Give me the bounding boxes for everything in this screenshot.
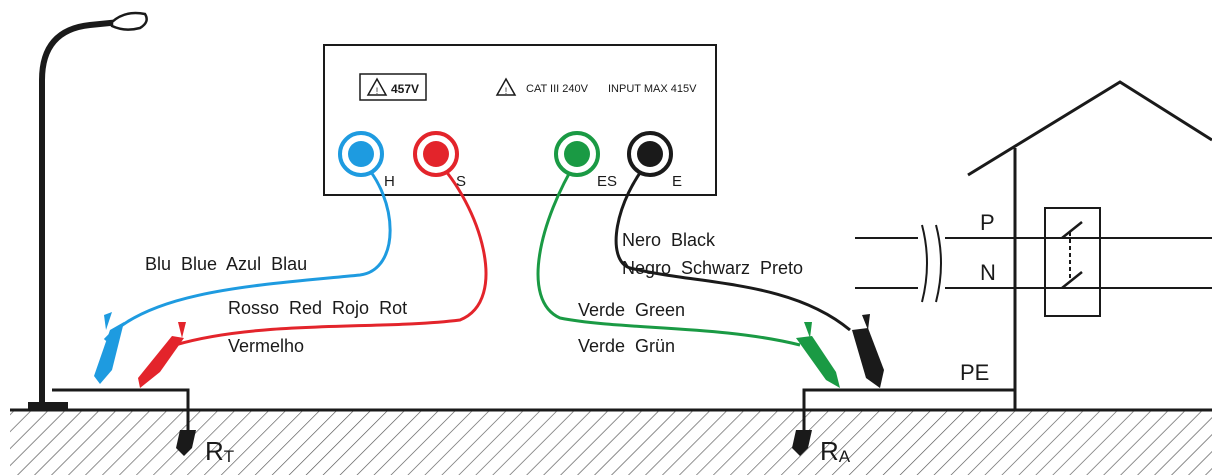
terminal-es-label: ES bbox=[597, 173, 617, 190]
warning-triangle-icon bbox=[366, 77, 388, 96]
clip-green bbox=[796, 322, 840, 388]
ground-hatch bbox=[10, 410, 1212, 475]
terminal-h-label: H bbox=[384, 173, 395, 190]
wire-blue bbox=[103, 158, 392, 342]
svg-text:!: ! bbox=[505, 86, 508, 96]
label-red-wire-2: Vermelho bbox=[228, 336, 304, 356]
rating-text: CAT III 240V bbox=[526, 83, 589, 95]
label-red-wire-1: Rosso Red Rojo Rot bbox=[228, 298, 407, 318]
house bbox=[967, 80, 1212, 410]
break-symbol bbox=[921, 224, 942, 303]
label-rt: RT bbox=[205, 436, 234, 466]
caution-triangle-icon bbox=[495, 77, 517, 96]
switch-box bbox=[1044, 207, 1101, 317]
input-max-text: INPUT MAX 415V bbox=[608, 83, 697, 95]
clip-black bbox=[852, 314, 884, 388]
supply-lines bbox=[855, 224, 1212, 303]
label-green-wire-1: Verde Green bbox=[578, 300, 685, 320]
electrode-rt bbox=[52, 388, 196, 456]
terminal-s: S bbox=[413, 131, 466, 190]
terminal-s-label: S bbox=[456, 173, 466, 190]
label-ra: RA bbox=[820, 436, 851, 466]
terminal-h: H bbox=[338, 131, 395, 190]
terminal-e: E bbox=[627, 131, 682, 190]
clip-red bbox=[138, 322, 186, 388]
label-green-wire-2: Verde Grün bbox=[578, 336, 675, 356]
label-black-wire-2: Negro Schwarz Preto bbox=[622, 258, 803, 278]
label-blue-wire: Blu Blue Azul Blau bbox=[145, 254, 307, 274]
label-black-wire-1: Nero Black bbox=[622, 230, 716, 250]
electrode-ra bbox=[792, 388, 1015, 456]
terminal-es: ES bbox=[554, 131, 617, 190]
terminal-e-label: E bbox=[672, 173, 682, 190]
clip-blue bbox=[94, 312, 124, 384]
label-pe: PE bbox=[960, 360, 989, 385]
svg-text:!: ! bbox=[376, 86, 379, 96]
label-n: N bbox=[980, 260, 996, 285]
wire-green bbox=[536, 159, 801, 347]
wire-black bbox=[614, 159, 851, 332]
street-lamp bbox=[28, 11, 148, 411]
warning-box-text: 457V bbox=[391, 82, 419, 96]
label-p: P bbox=[980, 210, 995, 235]
wire-red bbox=[174, 158, 488, 347]
